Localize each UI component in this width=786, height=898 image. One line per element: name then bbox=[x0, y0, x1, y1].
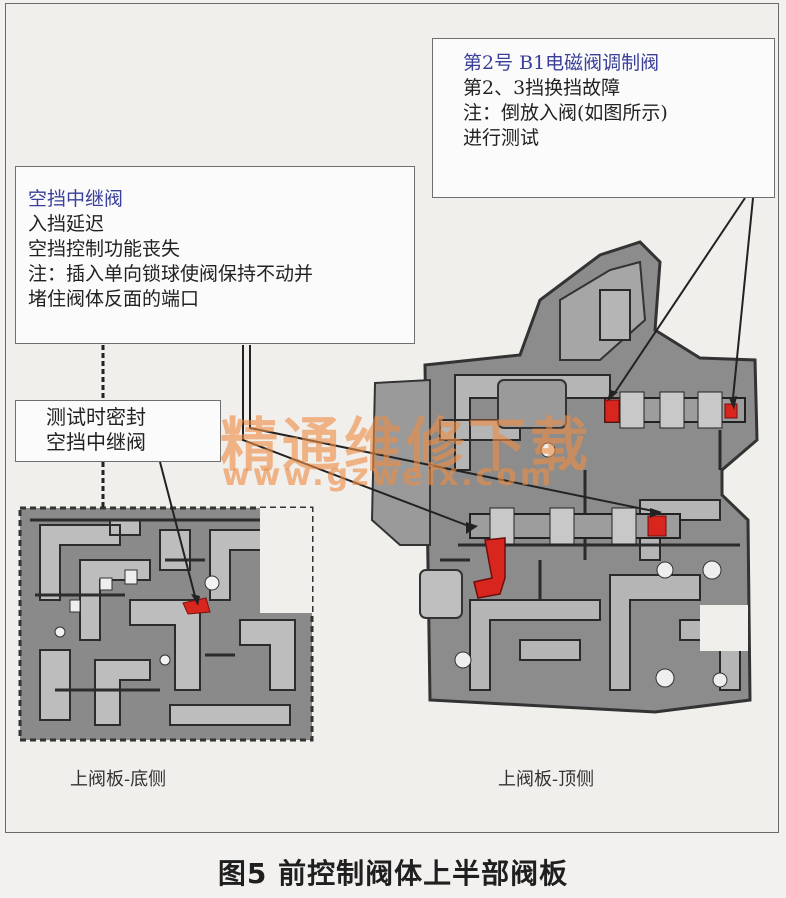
watermark-url: www.gzweix.com bbox=[222, 458, 555, 493]
label-plate-bottom-side: 上阀板-底侧 bbox=[70, 769, 167, 790]
callout-seal-line1: 测试时密封 bbox=[46, 405, 146, 429]
callout-neutral-title: 空挡中继阀 bbox=[28, 188, 124, 210]
figure-caption: 图5 前控制阀体上半部阀板 bbox=[217, 857, 569, 890]
callout-b1-line1: 第2、3挡换挡故障 bbox=[463, 77, 621, 99]
callout-neutral-line3: 注：插入单向锁球使阀保持不动并 bbox=[28, 263, 314, 285]
callout-neutral-relay-valve: 空挡中继阀 入挡延迟 空挡控制功能丧失 注：插入单向锁球使阀保持不动并 堵住阀体… bbox=[15, 166, 415, 344]
callout-neutral-line2: 空挡控制功能丧失 bbox=[28, 238, 181, 260]
callout-neutral-line4: 堵住阀体反面的端口 bbox=[28, 288, 200, 310]
callout-seal-line2: 空挡中继阀 bbox=[46, 430, 146, 454]
watermark-text: 精通维修下载 bbox=[220, 411, 593, 479]
callout-neutral-line1: 入挡延迟 bbox=[28, 213, 105, 235]
callout-b1-title: 第2号 B1电磁阀调制阀 bbox=[463, 52, 660, 74]
callout-b1-solenoid-modulator: 第2号 B1电磁阀调制阀 第2、3挡换挡故障 注：倒放入阀(如图所示) 进行测试 bbox=[432, 38, 775, 198]
plate-top-side bbox=[370, 240, 759, 714]
leader-lines bbox=[101, 197, 754, 606]
callout-seal-test: 测试时密封 空挡中继阀 bbox=[15, 400, 221, 462]
callout-b1-line2: 注：倒放入阀(如图所示) bbox=[463, 102, 668, 124]
label-plate-top-side: 上阀板-顶侧 bbox=[498, 769, 595, 790]
plate-bottom-side bbox=[18, 506, 314, 742]
callout-b1-line3: 进行测试 bbox=[463, 127, 540, 149]
